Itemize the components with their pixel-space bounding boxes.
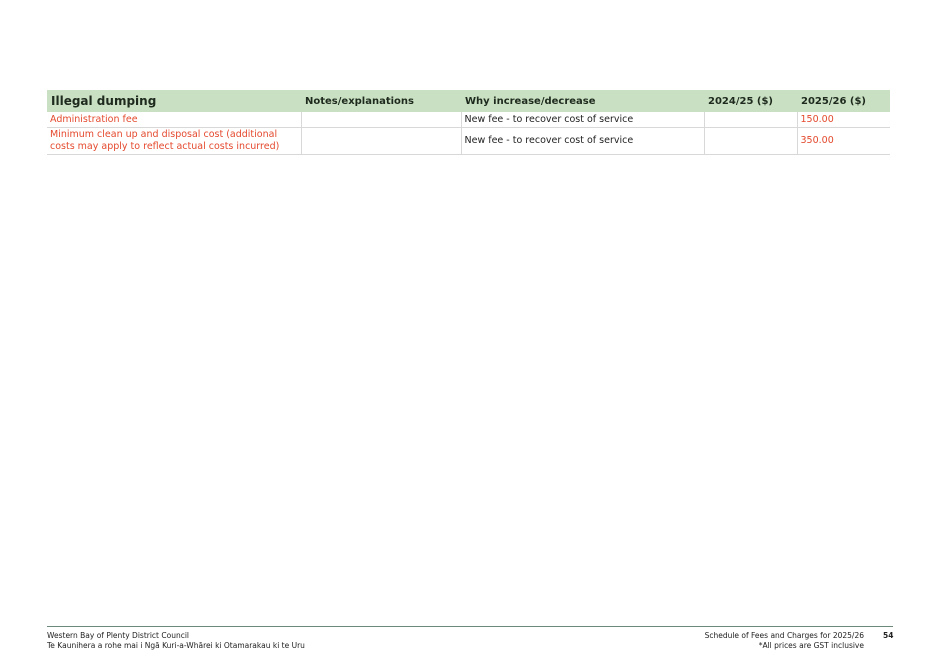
- fee-2024-25: [703, 112, 797, 128]
- footer-gst-note: *All prices are GST inclusive: [758, 641, 864, 650]
- footer-doc-title: Schedule of Fees and Charges for 2025/26: [704, 631, 864, 640]
- fee-why: New fee - to recover cost of service: [460, 112, 704, 128]
- table-row: Minimum clean up and disposal cost (addi…: [47, 127, 890, 155]
- fee-notes: [300, 127, 461, 155]
- fees-table: Illegal dumping Notes/explanations Why i…: [47, 90, 890, 155]
- fee-why: New fee - to recover cost of service: [460, 127, 704, 155]
- table-header-row: Illegal dumping Notes/explanations Why i…: [47, 90, 890, 112]
- column-header-2024-25: 2024/25 ($): [704, 90, 797, 112]
- section-title: Illegal dumping: [47, 90, 301, 112]
- column-header-notes: Notes/explanations: [301, 90, 461, 112]
- column-header-why: Why increase/decrease: [461, 90, 704, 112]
- fee-2025-26: 350.00: [796, 127, 890, 155]
- footer-org-name: Western Bay of Plenty District Council: [47, 631, 190, 640]
- fee-notes: [300, 112, 461, 128]
- table-row: Administration fee New fee - to recover …: [47, 112, 890, 128]
- footer-org: Western Bay of Plenty District Council T…: [47, 631, 305, 651]
- footer-divider: [47, 626, 893, 627]
- column-header-2025-26: 2025/26 ($): [797, 90, 890, 112]
- footer-doc-info: Schedule of Fees and Charges for 2025/26…: [705, 631, 864, 651]
- fee-2024-25: [703, 127, 797, 155]
- fee-item-name: Administration fee: [47, 112, 301, 128]
- footer-org-name-maori: Te Kaunihera a rohe mai i Ngā Kuri-a-Whā…: [47, 641, 305, 650]
- fee-2025-26: 150.00: [796, 112, 890, 128]
- fee-item-name: Minimum clean up and disposal cost (addi…: [47, 127, 301, 155]
- page-number: 54: [883, 631, 894, 640]
